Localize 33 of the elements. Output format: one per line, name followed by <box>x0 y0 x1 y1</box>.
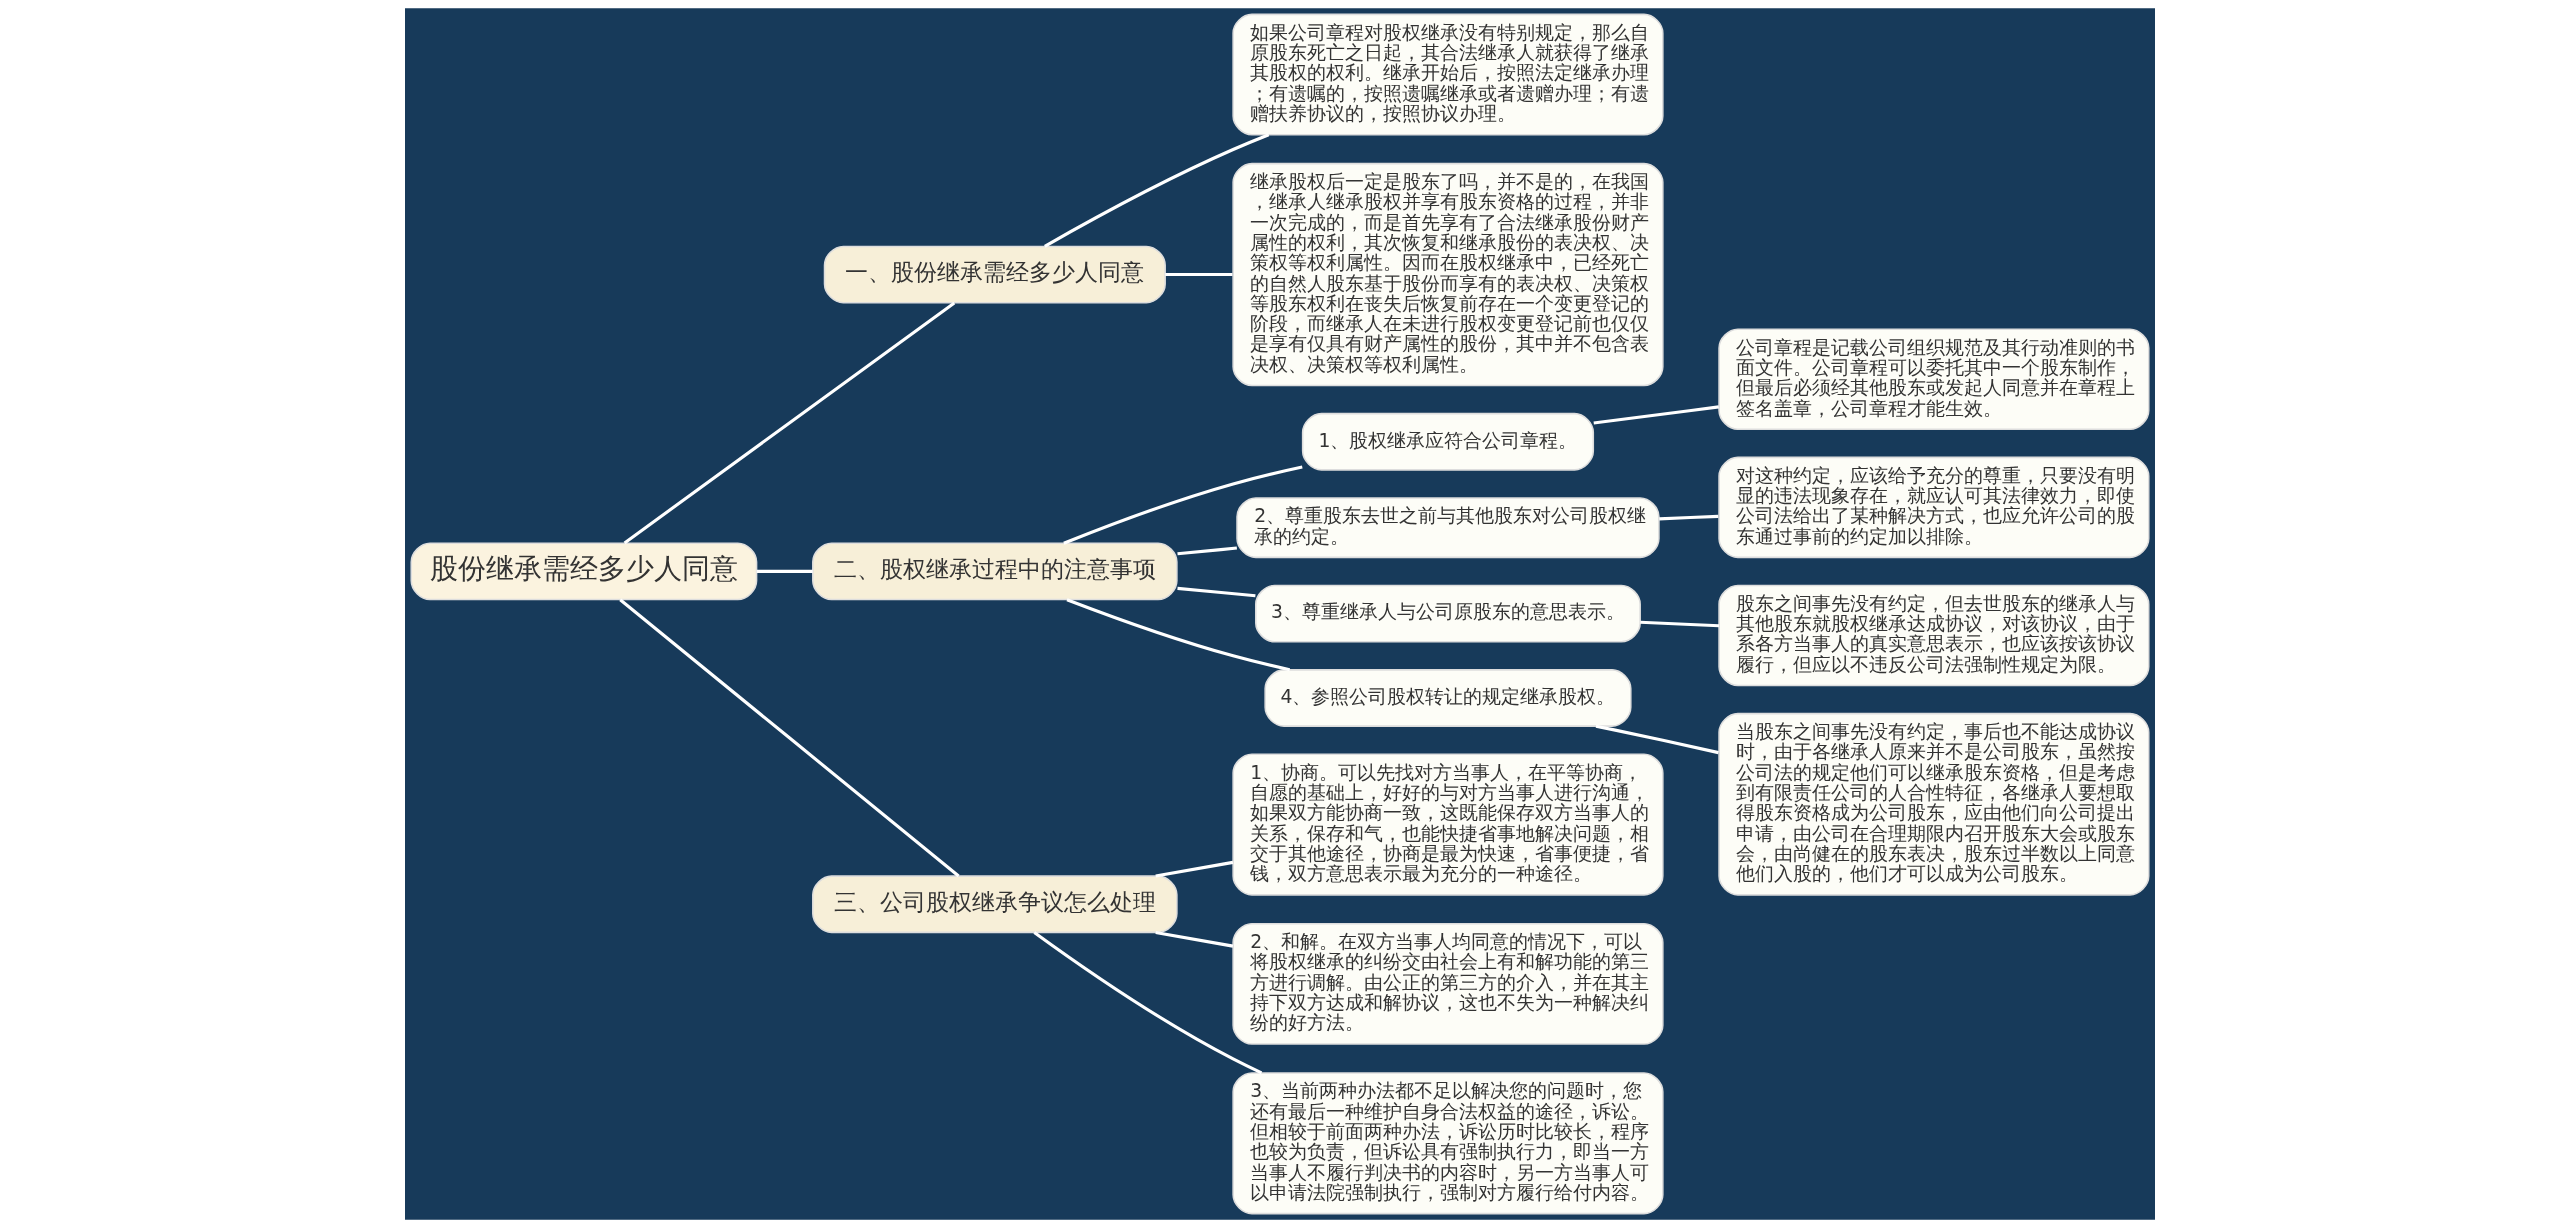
node-box: 3、尊重继承人与公司原股东的意思表示。 <box>1255 584 1641 643</box>
node-box: 一、股份继承需经多少人同意 <box>823 245 1166 304</box>
node-box: 2、和解。在双方当事人均同意的情况下，可以将股权继承的纠纷交由社会上有和解功能的第三方进行调解。由公正的第三方的介入，并在其主持下双方达成和解协议，这也不失为一种解决纠纷的好方法。 <box>1232 923 1664 1045</box>
node-box: 二、股权继承过程中的注意事项 <box>812 542 1178 601</box>
node-box: 公司章程是记载公司组织规范及其行动准则的书面文件。公司章程可以委托其中一个股东制作，但最后必须经其他股东或发起人同意并在章程上签名盖章，公司章程才能生效。 <box>1718 328 2150 430</box>
connector <box>1640 620 1720 628</box>
node-box: 股份继承需经多少人同意 <box>410 542 758 601</box>
connector <box>619 598 960 878</box>
connector <box>1155 860 1234 878</box>
node-box: 股东之间事先没有约定，但去世股东的继承人与其他股东就股权继承达成协议，对该协议，由于系各方当事人的真实意思表示，也应该按该协议履行，但应以不违反公司法强制性规定为限。 <box>1718 584 2150 687</box>
node-box: 对这种约定，应该给予充分的尊重，只要没有明显的违法现象存在，就应认可其法律效力，即使公司法给出了某种解决方式，也应允许公司的股东通过事前的约定加以排除。 <box>1718 456 2150 559</box>
connector <box>1155 930 1234 948</box>
connector <box>1044 133 1270 248</box>
node-box: 4、参照公司股权转让的规定继承股权。 <box>1264 669 1632 727</box>
node-box: 3、当前两种办法都不足以解决您的问题时，您还有最后一种维护自身合法权益的途径，诉讼。但相较于前面两种办法，诉讼历时比较长，程序也较为负责，但诉讼具有强制执行力，即当一方当事人不履行判决书的内容时，另一方当事人可以申请法院强制执行，强制对方履行给付内容。 <box>1232 1072 1664 1215</box>
node-box: 三、公司股权继承争议怎么处理 <box>812 875 1178 934</box>
connector <box>623 301 956 545</box>
connector <box>1177 586 1256 598</box>
node-box: 当股东之间事先没有约定，事后也不能达成协议时，由于各继承人原来并不是公司股东，虽然按公司法的规定他们可以继承股东资格，但是考虑到有限责任公司的人合性特征，各继承人要想取得股东资格成为公司股东，应由他们向公司提出申请，由公司在合理期限内召开股东大会或股东会，由尚健在的股东表决，股东过半数以上同意他们入股的，他们才可以成为公司股东。 <box>1718 712 2150 896</box>
node-box: 如果公司章程对股权继承没有特别规定，那么自原股东死亡之日起，其合法继承人就获得了继承其股权的权利。继承开始后，按照法定继承办理；有遗嘱的，按照遗嘱继承或者遗赠办理；有遗赠扶养协议的，按照协议办理。 <box>1232 13 1664 136</box>
connector <box>1066 598 1291 672</box>
connector <box>1593 405 1719 425</box>
connector <box>1177 546 1237 556</box>
connector <box>1659 514 1719 521</box>
connector <box>1033 931 1263 1075</box>
connector <box>1165 273 1233 277</box>
node-box: 1、协商。可以先找对方当事人，在平等协商，自愿的基础上，好好的与对方当事人进行沟通，如果双方能协商一致，这既能保存双方当事人的关系，保存和气，也能快捷省事地解决问题，相交于其他途径，协商是最为快速，省事便捷，省钱，双方意思表示最为充分的一种途径。 <box>1232 753 1664 896</box>
connector <box>1595 724 1719 755</box>
connector <box>1063 465 1303 545</box>
connector <box>756 569 813 573</box>
node-box: 继承股权后一定是股东了吗，并不是的，在我国，继承人继承股权并享有股东资格的过程，并非一次完成的，而是首先享有了合法继承股份财产属性的权利，其次恢复和继承股份的表决权、决策权等权利属性。因而在股权继承中，已经死亡的自然人股东基于股份而享有的表决权、决策权等股东权利在丧失后恢复前存在一个变更登记的阶段，而继承人在未进行股权变更登记前也仅仅是享有仅具有财产属性的股份，其中并不包含表决权、决策权等权利属性。 <box>1232 162 1664 387</box>
node-box: 1、股权继承应符合公司章程。 <box>1301 412 1595 471</box>
node-box: 2、尊重股东去世之前与其他股东对公司股权继承的约定。 <box>1236 497 1660 559</box>
